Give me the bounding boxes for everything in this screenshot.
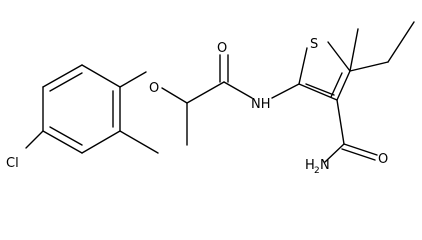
- amine-subscript-label: 2: [314, 166, 320, 176]
- sulfur-atom-label: S: [310, 37, 318, 52]
- bond: [330, 72, 343, 98]
- bond: [324, 143, 345, 163]
- carboxamide-oxygen-label: O: [378, 152, 388, 167]
- bond: [119, 71, 147, 88]
- amine-hydrogen-label: H: [305, 158, 315, 173]
- bond: [186, 81, 225, 104]
- bond: [81, 130, 121, 154]
- chlorine-atom-label: Cl: [6, 156, 19, 171]
- amide-oxygen-label: O: [217, 41, 227, 56]
- bond: [298, 47, 308, 85]
- thiophene-ring: [298, 41, 351, 101]
- bond: [349, 28, 359, 72]
- bond: [341, 148, 376, 161]
- bond: [223, 81, 253, 99]
- bond: [42, 64, 83, 88]
- bond: [49, 72, 83, 92]
- amine-group-label: H 2 N: [305, 158, 330, 176]
- bond: [119, 130, 159, 154]
- bond: [349, 61, 389, 72]
- bond: [336, 99, 345, 145]
- bond: [343, 143, 378, 156]
- bond: [81, 64, 121, 88]
- bond: [271, 83, 300, 99]
- ether-oxygen-label: O: [149, 81, 159, 96]
- bond: [161, 87, 188, 104]
- bond: [42, 130, 83, 154]
- bond: [327, 41, 351, 72]
- bond: [25, 130, 44, 149]
- amide-nitrogen-label: NH: [251, 97, 271, 112]
- molecule-structure: Cl O O NH S O H 2 N: [6, 21, 415, 176]
- amine-nitrogen-label: N: [320, 158, 330, 173]
- bond: [336, 70, 351, 101]
- bond: [387, 21, 415, 63]
- chlorophenyl-ring: [42, 64, 121, 154]
- bond: [305, 83, 335, 96]
- bond: [49, 126, 83, 146]
